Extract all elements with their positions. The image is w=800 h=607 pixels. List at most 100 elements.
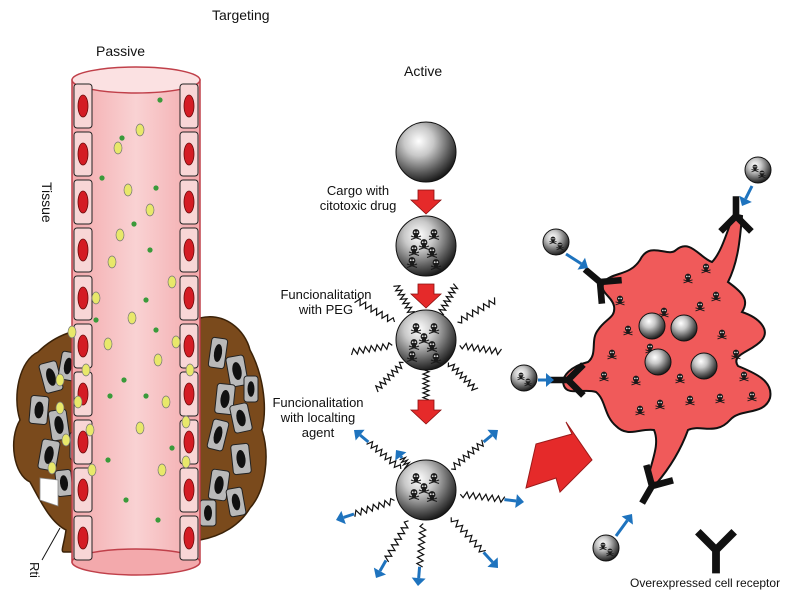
tumor-cell <box>230 442 252 476</box>
peg-chain <box>437 283 459 316</box>
drug-particle <box>123 183 133 197</box>
endothelial-cell <box>179 371 199 417</box>
peg-chain <box>350 341 393 356</box>
peg-chain <box>459 490 506 504</box>
rti-label: Rti <box>27 562 42 578</box>
receptor-legend-label: Overexpressed cell receptor <box>630 576 781 590</box>
drug-particle-small <box>147 247 153 253</box>
drug-particle-small <box>93 317 99 323</box>
endothelial-cell <box>179 515 199 561</box>
tumor-cell <box>38 360 64 394</box>
drug-particle <box>73 395 83 409</box>
drug-particle <box>55 401 65 415</box>
endothelial-cell <box>73 131 93 177</box>
drug-particle <box>135 421 145 435</box>
drug-particle-small <box>99 175 105 181</box>
targeting-nanoparticle <box>542 228 570 256</box>
rti-gap <box>39 477 59 507</box>
ligand-arrow <box>614 519 629 537</box>
endothelial-cell <box>73 275 93 321</box>
drug-particle-small <box>169 445 175 451</box>
drug-particle-small <box>105 457 111 463</box>
drug-particle <box>127 311 137 325</box>
drug-particle <box>135 123 145 137</box>
nanoparticle <box>395 121 457 183</box>
endothelial-cell <box>73 515 93 561</box>
peg-chain <box>415 523 428 568</box>
tumor-cell <box>28 395 50 425</box>
diagram-title: Targeting <box>212 7 270 23</box>
drug-particle <box>55 373 65 387</box>
peg-chain <box>450 517 486 553</box>
y-receptor-icon <box>695 529 737 574</box>
drug-particle <box>81 363 91 377</box>
peg-chain <box>354 297 396 323</box>
drug-particle <box>67 325 77 339</box>
drug-particle-small <box>143 393 149 399</box>
nanoparticle <box>395 309 457 371</box>
tumor-cell <box>225 486 247 518</box>
drug-particle <box>85 423 95 437</box>
endothelial-cell <box>73 467 93 513</box>
drug-particle <box>113 141 123 155</box>
ligand-arrow <box>343 512 355 519</box>
nanoparticle <box>395 459 457 521</box>
ligand-arrowhead <box>395 450 407 461</box>
ligand-arrow <box>482 433 493 444</box>
drug-particle-small <box>153 327 159 333</box>
drug-particle-small <box>123 497 129 503</box>
endothelial-cell <box>73 371 93 417</box>
internalized-nanoparticle <box>690 352 718 380</box>
drug-particles <box>47 97 195 523</box>
internalized-nanoparticle <box>644 348 672 376</box>
internalized-nanoparticle <box>670 314 698 342</box>
endothelial-cell <box>73 227 93 273</box>
active-label: Active <box>404 63 443 79</box>
peg-chain <box>383 520 409 563</box>
internalized-nanoparticles <box>638 312 718 380</box>
ligand-arrowhead <box>336 510 346 525</box>
targeting-nanoparticle <box>744 156 772 184</box>
peg-chain <box>421 366 431 401</box>
peg-chain <box>451 439 485 471</box>
ligand-arrowhead <box>546 373 554 387</box>
ligand-arrow <box>482 551 494 564</box>
ligand-arrow <box>565 252 583 265</box>
drug-particle <box>107 255 117 269</box>
ligand-arrow <box>378 559 388 572</box>
endothelial-cell <box>179 323 199 369</box>
drug-particle-small <box>157 97 163 103</box>
step-cargo-line2: citotoxic drug <box>319 198 397 213</box>
step-agent-line2: with localting <box>280 410 356 425</box>
tumor-cell <box>207 468 231 502</box>
ligand-arrow <box>417 566 422 579</box>
drug-particle <box>181 455 191 469</box>
y-receptor-icon <box>718 196 754 234</box>
endothelial-cell <box>73 323 93 369</box>
ligand-arrowhead <box>621 514 633 525</box>
drug-particle-small <box>153 185 159 191</box>
tumor-cell <box>225 354 249 388</box>
step-agent-line3: agent <box>301 425 335 440</box>
step-peg-line2: with PEG <box>298 302 354 317</box>
tumor-cell <box>199 499 217 527</box>
drug-particle <box>145 203 155 217</box>
drug-particle-small <box>143 297 149 303</box>
targeting-nanoparticle <box>510 364 538 392</box>
drug-particle <box>185 363 195 377</box>
drug-particle <box>91 291 101 305</box>
cancer-cell <box>562 212 772 486</box>
endothelial-cell <box>179 83 199 129</box>
endothelial-cell <box>179 467 199 513</box>
drug-particle <box>115 228 125 242</box>
drug-particle-small <box>107 393 113 399</box>
drug-particle-small <box>155 517 161 523</box>
step-cargo-line1: Cargo with <box>326 183 390 198</box>
targeting-nanoparticle <box>592 534 620 562</box>
ligand-arrow <box>359 433 370 444</box>
endothelial-cell <box>179 227 199 273</box>
ligand-arrowhead <box>411 577 426 586</box>
tumor-cell <box>229 402 253 434</box>
